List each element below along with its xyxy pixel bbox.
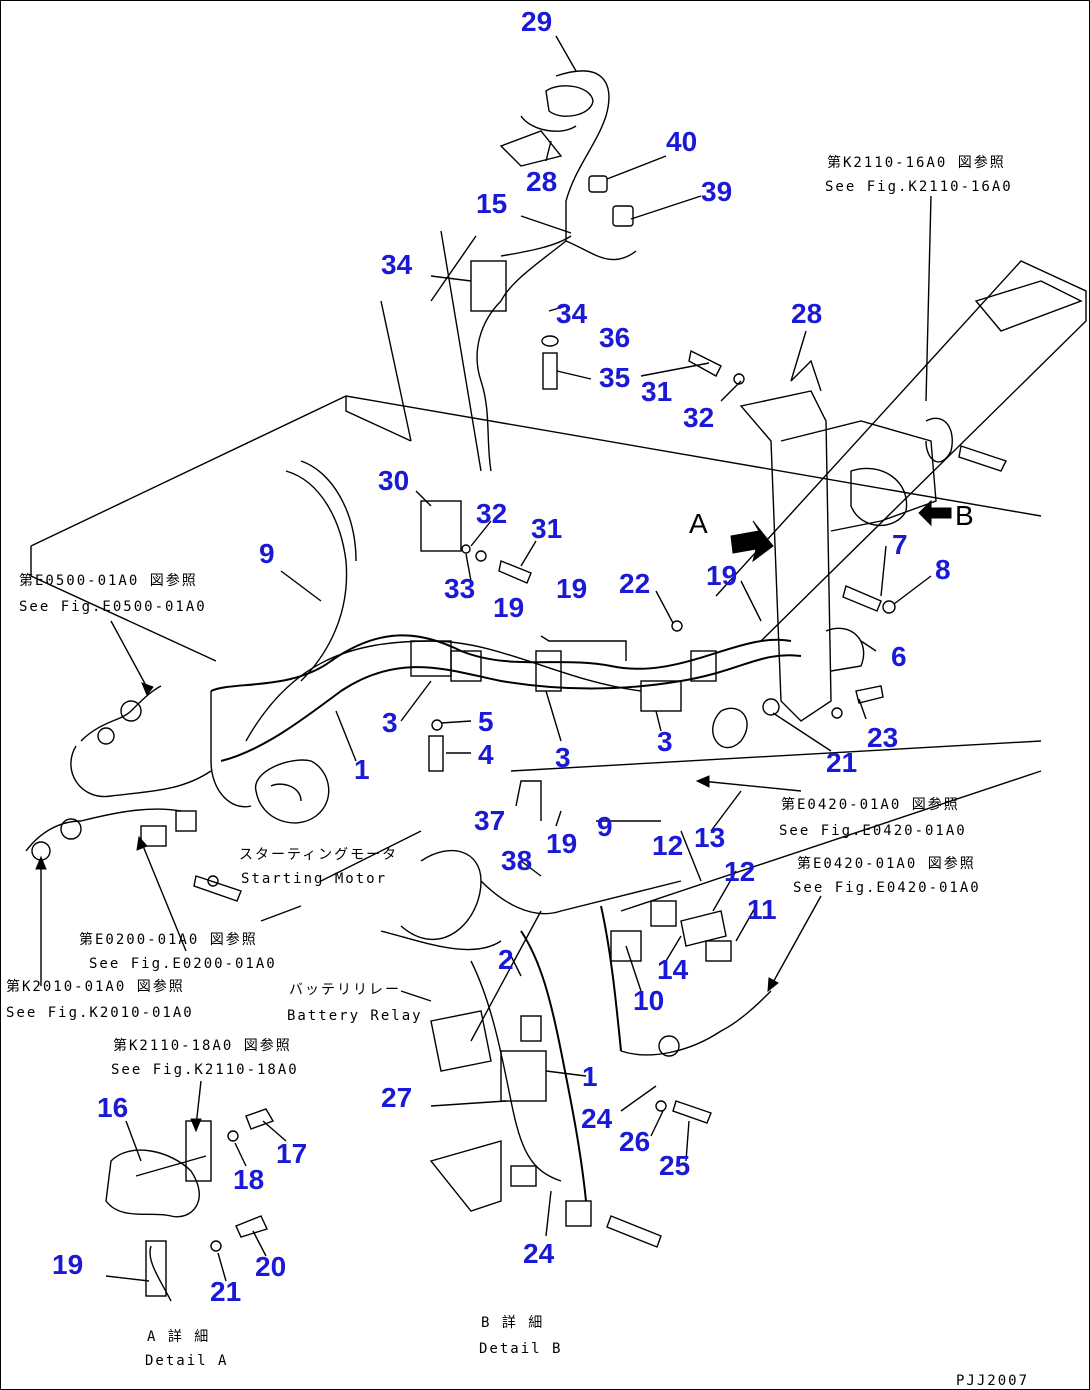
callout-3: 3 [657, 726, 673, 757]
callout-23: 23 [867, 722, 898, 753]
reference-note-k2110-16a0-en: See Fig.K2110-16A0 [825, 179, 1013, 195]
callout-1: 1 [354, 754, 370, 785]
reference-note-k2110-18a0-en: See Fig.K2110-18A0 [111, 1062, 299, 1078]
callout-12: 12 [652, 830, 683, 861]
callout-31: 31 [531, 513, 562, 544]
callout-24: 24 [523, 1238, 555, 1269]
battery-relay-label-jp: バッテリリレー [289, 982, 401, 998]
callout-4: 4 [478, 739, 494, 770]
callout-30: 30 [378, 465, 409, 496]
drawing-code: PJJ2007 [956, 1373, 1029, 1389]
callout-20: 20 [255, 1251, 286, 1282]
callout-31: 31 [641, 376, 672, 407]
detail-a-title-en: Detail A [145, 1353, 228, 1369]
callout-11: 11 [747, 894, 777, 925]
callout-32: 32 [476, 498, 507, 529]
callout-34: 34 [381, 249, 413, 280]
callout-19: 19 [546, 828, 577, 859]
callout-3: 3 [382, 707, 398, 738]
leader-lines [35, 35, 932, 1282]
detail-b-title-jp: B 詳 細 [481, 1315, 544, 1331]
view-b-label: B [955, 500, 974, 531]
reference-note-e0500-en: See Fig.E0500-01A0 [19, 599, 207, 615]
reference-note-e0420-b-jp: 第E0420-01A0 図参照 [797, 855, 976, 872]
reference-note-e0420-a-jp: 第E0420-01A0 図参照 [781, 796, 960, 813]
starting-motor-label-jp: スターティングモータ [239, 847, 398, 863]
callout-7: 7 [892, 529, 908, 560]
detail-b-title-en: Detail B [479, 1341, 562, 1357]
callout-17: 17 [276, 1138, 307, 1169]
reference-note-k2010-jp: 第K2010-01A0 図参照 [6, 978, 185, 995]
battery-relay-label-en: Battery Relay [287, 1008, 423, 1024]
callout-19: 19 [493, 592, 524, 623]
callout-5: 5 [478, 706, 494, 737]
starting-motor-label-en: Starting Motor [241, 871, 387, 887]
callout-22: 22 [619, 568, 650, 599]
callout-38: 38 [501, 845, 532, 876]
callout-37: 37 [474, 805, 505, 836]
reference-note-k2110-16a0-jp: 第K2110-16A0 図参照 [827, 154, 1006, 171]
callout-26: 26 [619, 1126, 650, 1157]
callout-6: 6 [891, 641, 907, 672]
callout-28: 28 [791, 298, 822, 329]
reference-note-e0420-a-en: See Fig.E0420-01A0 [779, 823, 967, 839]
reference-notes: 第K2110-16A0 図参照 See Fig.K2110-16A0 第E050… [6, 154, 1029, 1389]
callout-19: 19 [556, 573, 587, 604]
callout-34: 34 [556, 298, 588, 329]
callout-40: 40 [666, 126, 697, 157]
callout-27: 27 [381, 1082, 412, 1113]
callout-14: 14 [657, 954, 689, 985]
reference-note-e0200-jp: 第E0200-01A0 図参照 [79, 931, 258, 948]
callout-19: 19 [52, 1249, 83, 1280]
reference-note-e0420-b-en: See Fig.E0420-01A0 [793, 880, 981, 896]
callout-33: 33 [444, 573, 475, 604]
callout-16: 16 [97, 1092, 128, 1123]
callout-28: 28 [526, 166, 557, 197]
callout-9: 9 [259, 538, 275, 569]
callout-29: 29 [521, 6, 552, 37]
callout-18: 18 [233, 1164, 264, 1195]
callout-24: 24 [581, 1103, 613, 1134]
callout-21: 21 [826, 747, 857, 778]
reference-note-e0500-jp: 第E0500-01A0 図参照 [19, 572, 198, 589]
callout-15: 15 [476, 188, 507, 219]
callout-1: 1 [582, 1061, 598, 1092]
callout-13: 13 [694, 822, 725, 853]
reference-note-k2110-18a0-jp: 第K2110-18A0 図参照 [113, 1037, 292, 1054]
callout-36: 36 [599, 322, 630, 353]
view-a-label: A [689, 508, 708, 539]
reference-note-e0200-en: See Fig.E0200-01A0 [89, 956, 277, 972]
callout-10: 10 [633, 985, 664, 1016]
callout-39: 39 [701, 176, 732, 207]
callout-19: 19 [706, 560, 737, 591]
callout-2: 2 [498, 944, 514, 975]
callout-21: 21 [210, 1276, 241, 1307]
callout-35: 35 [599, 362, 630, 393]
callout-numbers: 29 28 40 15 39 34 34 36 35 31 32 28 30 3… [52, 6, 951, 1307]
callout-32: 32 [683, 402, 714, 433]
detail-a-title-jp: A 詳 細 [147, 1329, 210, 1345]
line-art [25, 70, 1087, 1302]
reference-note-k2010-en: See Fig.K2010-01A0 [6, 1005, 194, 1021]
callout-9: 9 [597, 811, 613, 842]
callout-8: 8 [935, 554, 951, 585]
callout-25: 25 [659, 1150, 690, 1181]
callout-12: 12 [724, 856, 755, 887]
callout-3: 3 [555, 742, 571, 773]
